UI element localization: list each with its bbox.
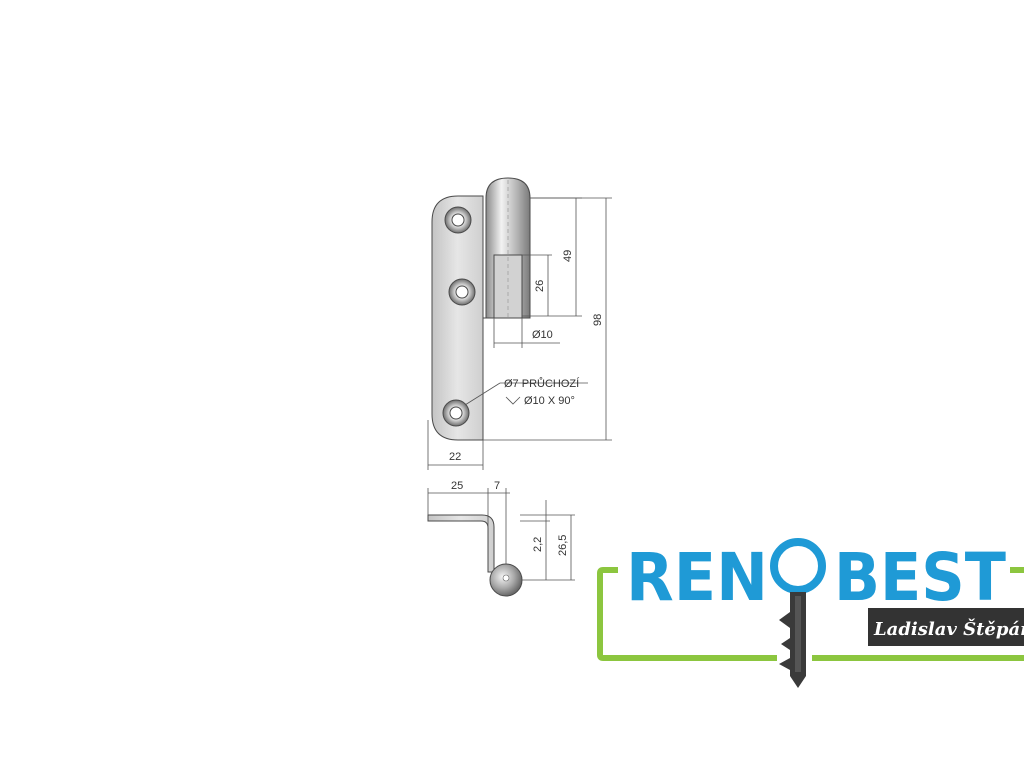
brand-text-right: BEST [834,539,1006,616]
dimension-diameter-10: Ø10 [493,318,560,348]
hole-note-line1: Ø7 PRŮCHOZÍ [504,377,580,390]
dimension-2-2-26-5: 2,2 26,5 [520,500,575,581]
dimension-25-7: 25 7 [427,480,510,564]
hole-note: Ø7 PRŮCHOZÍ Ø10 X 90° [464,377,588,407]
dimension-26-label: 26 [534,280,546,292]
mounting-hole-bottom [442,399,470,427]
dimension-22-label: 22 [449,451,461,463]
logo-frame [597,567,777,661]
dimension-49: 49 [522,197,582,317]
dimension-22: 22 [427,420,484,470]
owner-plate [868,608,1024,646]
dimension-2-2-label: 2,2 [532,537,544,552]
dimension-26: 26 [522,254,552,316]
dimension-98: 98 [483,197,612,441]
renobest-logo: REN BEST Ladislav Štěpán [597,538,1024,688]
dimension-diameter-10-label: Ø10 [532,329,553,341]
dimension-26-5-label: 26,5 [557,535,569,556]
dimension-98-label: 98 [592,314,604,326]
hinge-front-view: 49 26 98 Ø10 Ø7 PRŮCHOZÍ Ø10 X 90 [427,177,612,470]
dimension-7-label: 7 [494,480,500,492]
owner-name: Ladislav Štěpán [873,617,1024,640]
mounting-hole-top [444,206,472,234]
brand-text-left: REN [626,539,768,616]
hole-note-line2: Ø10 X 90° [524,395,575,407]
mounting-hole-middle [448,278,476,306]
hinge-side-profile [427,514,495,573]
key-icon [770,538,826,688]
dimension-49-label: 49 [562,250,574,262]
dimension-25-label: 25 [451,480,463,492]
hinge-side-view: 25 7 2,2 26,5 [427,480,575,597]
